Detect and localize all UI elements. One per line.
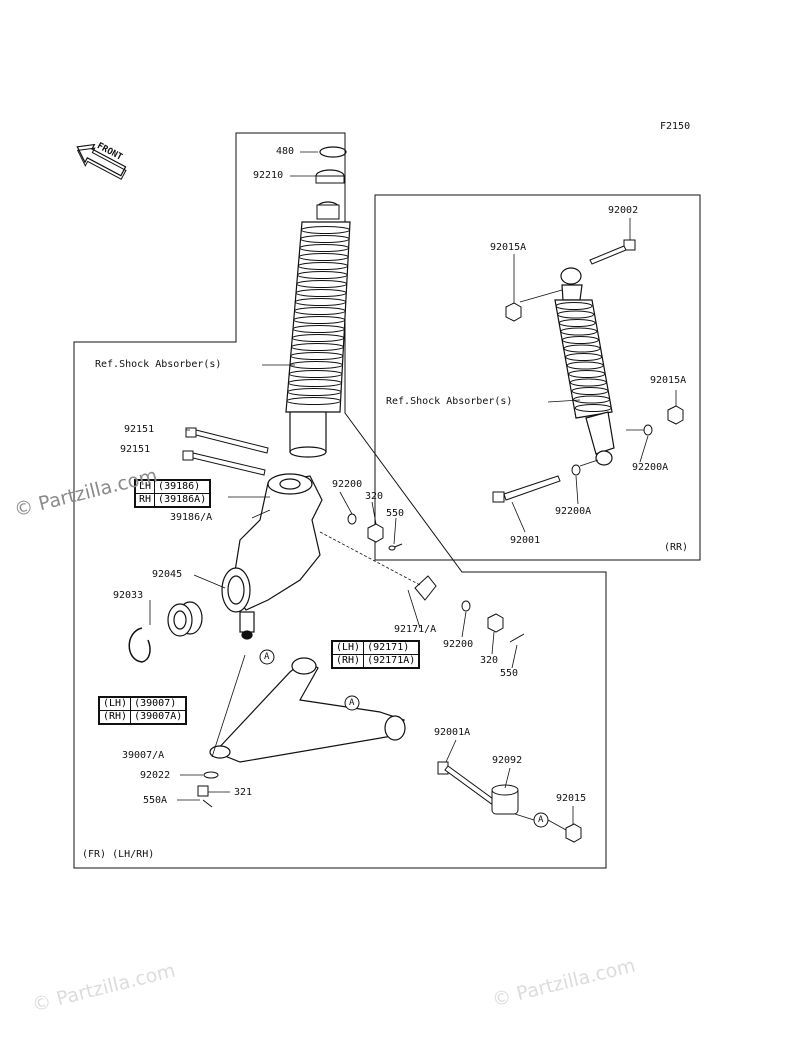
callout-a-circles: [259, 649, 549, 828]
table-39186: LH(39186) RH(39186A): [134, 479, 212, 508]
a-arm: [209, 657, 406, 763]
part-92001[interactable]: 92001: [510, 535, 541, 546]
front-spring-coil: [296, 280, 348, 288]
front-section-caption: (FR) (LH/RH): [82, 849, 155, 860]
front-spring-coil: [297, 271, 348, 279]
steering-knuckle: [221, 473, 323, 640]
front-spring-coil: [290, 343, 344, 351]
rear-shock-absorber: [554, 267, 615, 466]
callout-a-3: A: [538, 815, 544, 825]
front-spring-coil: [291, 334, 345, 342]
part-92210[interactable]: 92210: [253, 170, 284, 181]
t39186-lh-part: (39186): [154, 480, 211, 494]
part-92151-upper[interactable]: 92151: [124, 424, 155, 435]
front-spring-coil: [294, 298, 347, 306]
front-spring-coil: [300, 235, 350, 243]
wheel-bearing: [167, 601, 203, 637]
part-321[interactable]: 321: [234, 787, 253, 798]
rear-ref-shock-label: Ref.Shock Absorber(s): [386, 396, 513, 407]
part-92015A-right[interactable]: 92015A: [650, 375, 687, 386]
t39186-rh-part: (39186A): [154, 493, 211, 507]
part-550A[interactable]: 550A: [143, 795, 168, 806]
t39007-lh-part: (39007): [130, 697, 187, 711]
part-320-upper[interactable]: 320: [365, 491, 384, 502]
part-92092[interactable]: 92092: [492, 755, 523, 766]
front-spring-coil: [294, 307, 346, 315]
part-480[interactable]: 480: [276, 146, 295, 157]
rear-spring-coil: [560, 327, 598, 336]
part-550-upper[interactable]: 550: [386, 508, 405, 519]
rear-spring-coil: [574, 404, 612, 412]
part-92022[interactable]: 92022: [140, 770, 171, 781]
part-550-lower[interactable]: 550: [500, 668, 519, 679]
rear-spring-coil: [561, 336, 599, 344]
front-spring-coil: [286, 397, 342, 405]
rear-spring-coil: [569, 378, 607, 387]
part-39186-a[interactable]: 39186/A: [170, 512, 213, 523]
part-92151-lower[interactable]: 92151: [120, 444, 151, 455]
figure-code: F2150: [660, 121, 691, 132]
part-92001A[interactable]: 92001A: [434, 727, 471, 738]
part-92171-a[interactable]: 92171/A: [394, 624, 437, 635]
front-spring-coil: [288, 370, 343, 378]
t39186-rh-side: RH: [134, 493, 156, 507]
callout-a-1: A: [264, 652, 270, 662]
t39007-rh-side: (RH): [98, 710, 132, 724]
t92171-rh-part: (92171A): [363, 654, 420, 668]
front-spring-coil: [299, 244, 350, 252]
rear-spring-coil: [563, 344, 601, 353]
part-92200A-right[interactable]: 92200A: [632, 462, 669, 473]
bolts-92151: [182, 427, 269, 476]
front-spring-coil: [300, 226, 351, 234]
part-320-lower[interactable]: 320: [480, 655, 499, 666]
t92171-rh-side: (RH): [331, 654, 365, 668]
a-arm-hardware: [197, 771, 219, 808]
rear-spring-coil: [571, 387, 609, 395]
rear-spring-coil: [555, 302, 593, 310]
part-92015A-top[interactable]: 92015A: [490, 242, 527, 253]
front-spring-coil: [293, 316, 346, 324]
front-arrow-icon: [76, 143, 127, 180]
rear-spring-coil: [558, 319, 596, 327]
rear-spring-coil: [573, 395, 611, 404]
front-shock-absorber: [285, 146, 351, 458]
part-92200-lower[interactable]: 92200: [443, 639, 474, 650]
leader-lines: [149, 151, 677, 831]
part-92200A-bottom[interactable]: 92200A: [555, 506, 592, 517]
part-92033[interactable]: 92033: [113, 590, 144, 601]
table-92171: (LH)(92171) (RH)(92171A): [331, 640, 421, 669]
rear-spring-coil: [565, 353, 603, 361]
rear-hardware: [492, 239, 684, 503]
part-92045[interactable]: 92045: [152, 569, 183, 580]
part-92002[interactable]: 92002: [608, 205, 639, 216]
front-spring-coil: [290, 352, 344, 360]
front-spring-coil: [287, 379, 343, 387]
rear-spring-coil: [557, 310, 595, 319]
t92171-lh-side: (LH): [331, 641, 365, 655]
rear-section-caption: (RR): [664, 542, 689, 553]
front-spring-coil: [295, 289, 347, 297]
rear-spring-coil: [566, 361, 604, 370]
front-spring-coil: [287, 388, 342, 396]
front-spring-coil: [292, 325, 345, 333]
front-spring-coil: [298, 253, 349, 261]
part-92015[interactable]: 92015: [556, 793, 587, 804]
part-39007-a[interactable]: 39007/A: [122, 750, 165, 761]
part-92200-upper[interactable]: 92200: [332, 479, 363, 490]
callout-a-2: A: [349, 698, 355, 708]
front-ref-shock-label: Ref.Shock Absorber(s): [95, 359, 222, 370]
circlip: [128, 627, 151, 663]
rear-section-frame: [374, 194, 701, 561]
rear-spring-coil: [568, 370, 606, 378]
front-spring-coil: [297, 262, 349, 270]
table-39007: (LH)(39007) (RH)(39007A): [98, 696, 188, 725]
t92171-lh-part: (92171): [363, 641, 420, 655]
t39007-rh-part: (39007A): [130, 710, 187, 724]
tie-rod-end: [414, 575, 525, 643]
t39007-lh-side: (LH): [98, 697, 132, 711]
